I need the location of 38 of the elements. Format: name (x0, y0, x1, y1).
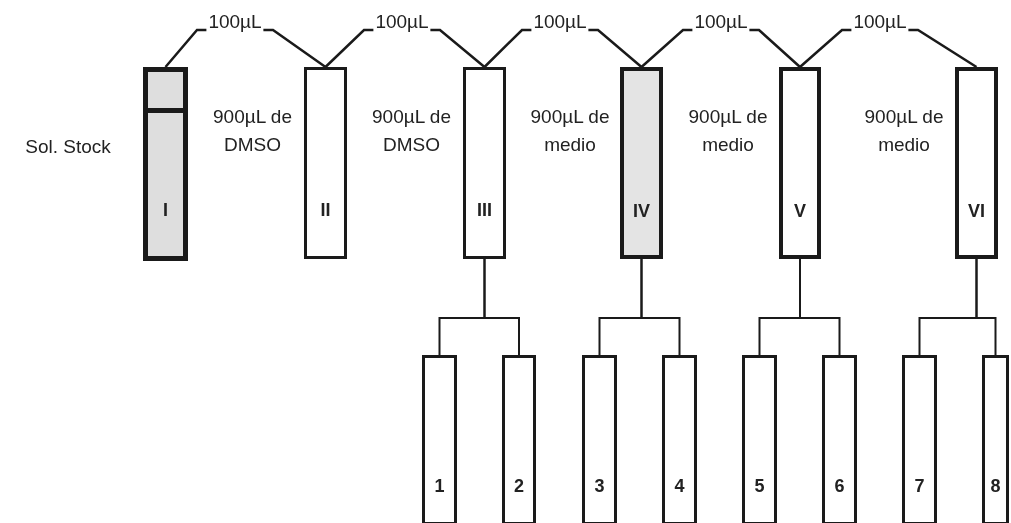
tube-label: IV (632, 201, 651, 222)
tube-label: 3 (593, 476, 606, 497)
tube-label: 2 (513, 476, 525, 497)
test-tube (982, 355, 1009, 523)
test-tube (422, 355, 457, 523)
connector-line (483, 258, 520, 356)
test-tube (143, 67, 188, 261)
test-tube (502, 355, 536, 523)
tube-label: III (476, 200, 493, 221)
tube-label: 4 (673, 476, 686, 497)
tube-label: 6 (833, 476, 846, 497)
tube-label: V (793, 201, 807, 222)
volume-note: 900µL de DMSO (212, 105, 293, 157)
test-tube (662, 355, 697, 523)
test-tube (822, 355, 857, 523)
tube-label: 7 (913, 476, 926, 497)
test-tube (620, 67, 663, 259)
tube-label: VI (967, 201, 986, 222)
test-tube (902, 355, 937, 523)
connector-line (799, 258, 841, 356)
tube-label: 8 (989, 476, 1002, 497)
tube-label: 5 (753, 476, 766, 497)
tube-label: I (162, 200, 169, 221)
test-tube (304, 67, 347, 259)
volume-note: Sol. Stock (24, 135, 112, 159)
volume-note: 900µL de medio (863, 105, 945, 157)
volume-note: 900µL de DMSO (371, 105, 452, 157)
tube-label: 1 (433, 476, 446, 497)
test-tube (742, 355, 777, 523)
test-tube (955, 67, 998, 259)
test-tube (582, 355, 617, 523)
connector-line (640, 258, 681, 356)
connector-line (975, 258, 997, 356)
test-tube (779, 67, 821, 259)
test-tube (463, 67, 506, 259)
tube-label: II (319, 200, 332, 221)
volume-note: 900µL de medio (529, 105, 611, 157)
volume-note: 900µL de medio (687, 105, 769, 157)
